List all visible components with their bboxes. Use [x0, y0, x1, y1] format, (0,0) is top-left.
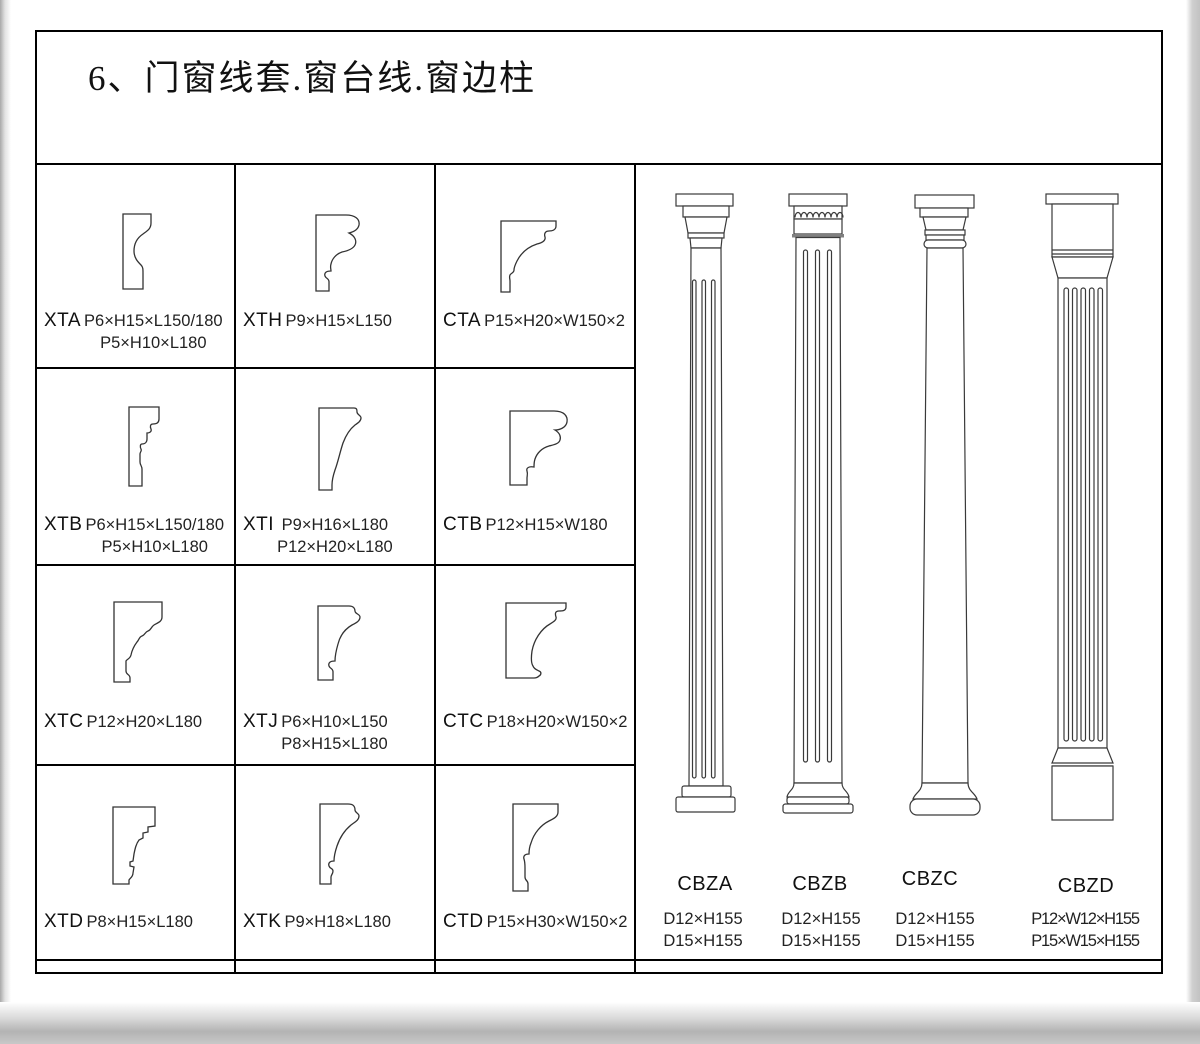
- column-dim-line: P12×W12×H155: [1031, 910, 1140, 928]
- profile-cell-xtc: XTC P12×H20×L180: [36, 565, 235, 765]
- grid-line: [37, 163, 1161, 165]
- column-label-cbzd: CBZD: [1057, 875, 1115, 897]
- profile-cell-ctd: CTD P15×H30×W150×2: [435, 765, 635, 960]
- profile-dim-line: P15×H20×W150×2: [484, 312, 625, 330]
- column-figure-cbzb: [782, 193, 854, 814]
- moulding-profile-drawing: [315, 214, 360, 292]
- profile-cell-ctc: CTC P18×H20×W150×2: [435, 565, 635, 765]
- moulding-profile-drawing: [317, 605, 361, 681]
- profile-dimensions: P9×H18×L180: [284, 911, 390, 933]
- profile-dimensions: P12×H20×L180: [87, 711, 203, 733]
- profile-dim-line: P9×H15×L150: [285, 312, 392, 330]
- profile-dimensions: P6×H10×L150 P8×H15×L180: [281, 711, 387, 755]
- profile-code: XTA: [44, 310, 82, 331]
- profile-dim-line: P5×H10×L180: [101, 538, 208, 556]
- profile-cell-xtb: XTB P6×H15×L150/180 P5×H10×L180: [36, 368, 235, 565]
- profile-dimensions: P8×H15×L180: [87, 911, 193, 933]
- grid-line: [234, 164, 236, 972]
- scan-edge-left: [0, 0, 11, 1044]
- column-dims-cbzc: D12×H155 D15×H155: [880, 908, 990, 952]
- profile-dim-line: P6×H15×L150/180: [84, 312, 223, 330]
- column-figure-cbza: [675, 193, 736, 813]
- profile-code: XTH: [243, 310, 283, 331]
- scan-edge-right: [1186, 0, 1200, 1044]
- profile-code: CTD: [443, 911, 484, 932]
- profile-dim-line: P6×H15×L150/180: [85, 516, 224, 534]
- profile-cell-xtj: XTJ P6×H10×L150 P8×H15×L180: [235, 565, 435, 765]
- profile-cell-ctb: CTB P12×H15×W180: [435, 368, 635, 565]
- profile-dim-line: P8×H15×L180: [281, 735, 388, 753]
- profile-code: XTC: [44, 711, 84, 732]
- profile-dim-line: P6×H10×L150: [281, 713, 388, 731]
- moulding-profile-drawing: [112, 806, 156, 885]
- column-label-cbzb: CBZB: [792, 873, 848, 895]
- profile-dimensions: P9×H16×L180 P12×H20×L180: [277, 514, 393, 558]
- profile-code: XTJ: [243, 711, 279, 732]
- profile-dimensions: P18×H20×W150×2: [487, 711, 628, 733]
- window-columns-drawing: [675, 193, 1119, 821]
- profile-dim-line: P12×H20×L180: [277, 538, 393, 556]
- column-dim-line: D15×H155: [663, 932, 743, 950]
- profile-code: CTA: [443, 310, 482, 331]
- profile-cell-xth: XTH P9×H15×L150: [235, 164, 435, 368]
- profile-dim-line: P12×H15×W180: [485, 516, 608, 534]
- profile-cell-xti: XTI P9×H16×L180 P12×H20×L180: [235, 368, 435, 565]
- column-dims-cbzd: P12×W12×H155 P15×W15×H155: [1030, 908, 1140, 952]
- grid-line: [37, 764, 636, 766]
- moulding-profile-drawing: [319, 803, 360, 885]
- profile-dimensions: P6×H15×L150/180 P5×H10×L180: [85, 514, 224, 558]
- column-dim-line: D12×H155: [895, 910, 975, 928]
- profile-cell-cta: CTA P15×H20×W150×2: [435, 164, 635, 368]
- grid-line: [634, 164, 636, 972]
- profile-dim-line: P12×H20×L180: [86, 713, 203, 731]
- page-border: [35, 30, 1163, 974]
- profile-dimensions: P15×H30×W150×2: [487, 911, 628, 933]
- moulding-profile-drawing: [512, 803, 559, 892]
- column-dim-line: D15×H155: [895, 932, 975, 950]
- profile-code: XTI: [243, 514, 275, 535]
- grid-line: [37, 367, 636, 369]
- profile-dim-line: P5×H10×L180: [100, 334, 207, 352]
- profile-dim-line: P15×H30×W150×2: [486, 913, 628, 931]
- profile-dimensions: P15×H20×W150×2: [484, 310, 625, 332]
- profile-dim-line: P9×H18×L180: [284, 913, 391, 931]
- column-dim-line: D15×H155: [781, 932, 861, 950]
- column-figure-cbzd: [1045, 193, 1119, 821]
- profile-dim-line: P18×H20×W150×2: [486, 713, 628, 731]
- column-dims-cbzb: D12×H155 D15×H155: [766, 908, 876, 952]
- moulding-profile-drawing: [128, 406, 160, 487]
- column-dim-line: D12×H155: [663, 910, 743, 928]
- profile-dimensions: P9×H15×L150: [286, 310, 392, 332]
- profile-dim-line: P8×H15×L180: [86, 913, 193, 931]
- profile-dim-line: P9×H16×L180: [281, 516, 389, 534]
- moulding-profile-drawing: [113, 601, 163, 683]
- profile-code: XTK: [243, 911, 282, 932]
- profile-cell-xta: XTA P6×H15×L150/180 P5×H10×L180: [36, 164, 235, 368]
- scan-edge-bottom: [0, 1002, 1200, 1044]
- column-figure-cbzc: [909, 194, 981, 816]
- moulding-profile-drawing: [318, 407, 362, 491]
- column-label-cbza: CBZA: [677, 873, 733, 895]
- column-label-cbzc: CBZC: [901, 868, 959, 890]
- profile-cell-xtk: XTK P9×H18×L180: [235, 765, 435, 960]
- moulding-profile-drawing: [122, 213, 152, 290]
- profile-code: CTC: [443, 711, 484, 732]
- moulding-profile-drawing: [500, 220, 557, 293]
- profile-cell-xtd: XTD P8×H15×L180: [36, 765, 235, 960]
- column-dim-line: D12×H155: [781, 910, 861, 928]
- grid-line: [37, 564, 636, 566]
- column-dim-line: P15×W15×H155: [1031, 932, 1140, 950]
- grid-line: [37, 959, 1161, 961]
- profile-code: XTB: [44, 514, 83, 535]
- moulding-profile-drawing: [509, 410, 568, 486]
- profile-code: CTB: [443, 514, 483, 535]
- moulding-profile-drawing: [505, 602, 567, 679]
- profile-dimensions: P6×H15×L150/180 P5×H10×L180: [84, 310, 223, 354]
- column-dims-cbza: D12×H155 D15×H155: [648, 908, 758, 952]
- profile-code: XTD: [44, 911, 84, 932]
- grid-line: [434, 164, 436, 972]
- page-title: 6、门窗线套.窗台线.窗边柱: [88, 59, 537, 98]
- profile-dimensions: P12×H15×W180: [486, 514, 608, 536]
